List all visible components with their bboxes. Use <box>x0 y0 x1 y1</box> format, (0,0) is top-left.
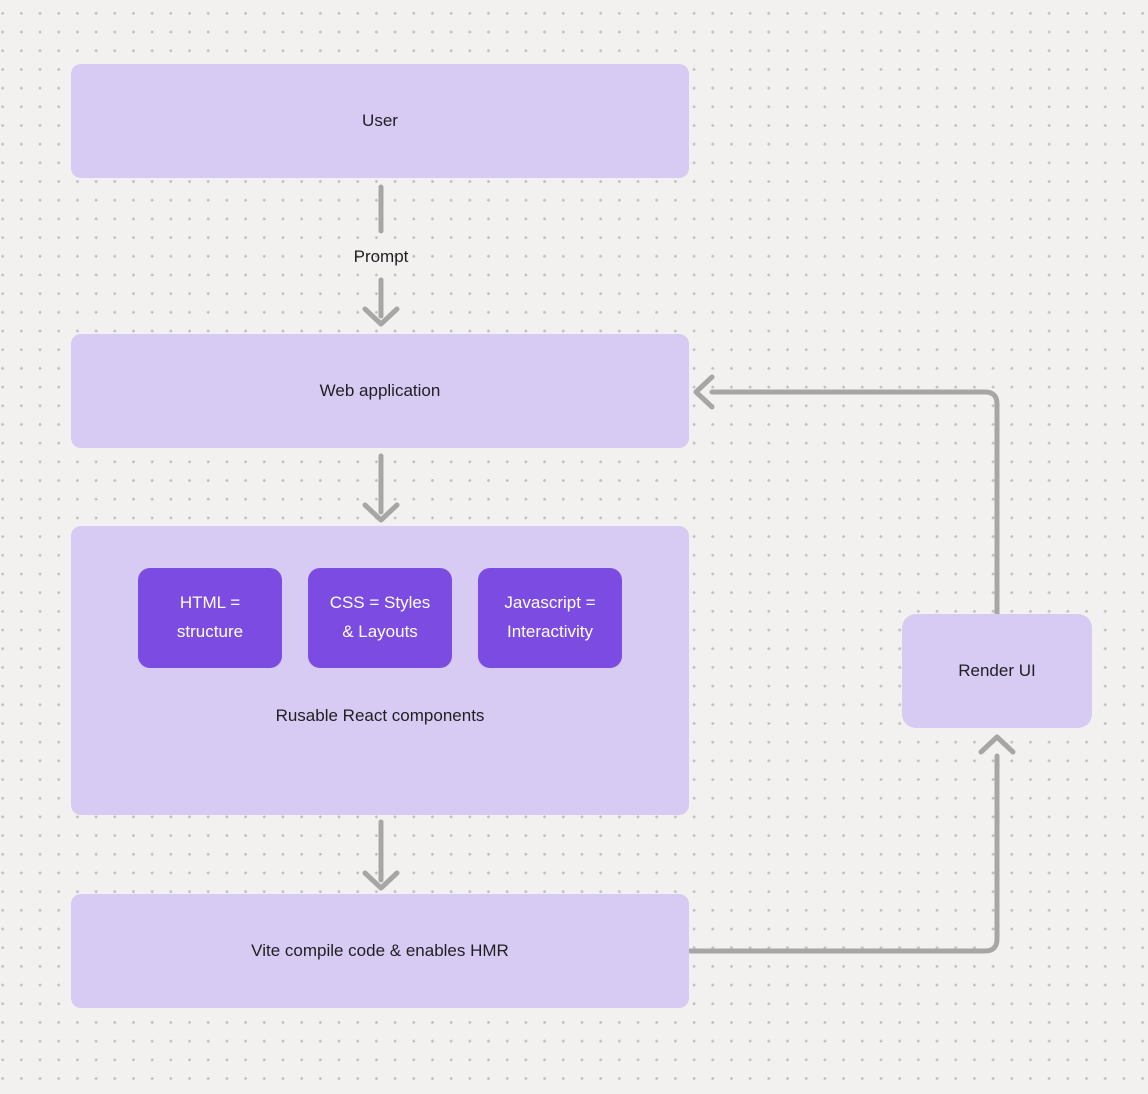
arrowhead-down-into-webapp <box>362 306 400 327</box>
arrowhead-down-into-components <box>362 502 400 523</box>
node-label: Javascript = Interactivity <box>504 593 596 641</box>
node-render-ui[interactable]: Render UI <box>902 614 1092 728</box>
node-label: Vite compile code & enables HMR <box>251 941 509 960</box>
node-web-application[interactable]: Web application <box>71 334 689 448</box>
node-html[interactable]: HTML = structure <box>138 568 282 668</box>
node-label: HTML = structure <box>176 593 244 641</box>
node-vite[interactable]: Vite compile code & enables HMR <box>71 894 689 1008</box>
arrowhead-left-into-webapp <box>693 374 715 410</box>
node-label: Web application <box>319 381 441 400</box>
node-label: Render UI <box>958 661 1036 680</box>
node-css[interactable]: CSS = Styles & Layouts <box>308 568 452 668</box>
node-label: CSS = Styles & Layouts <box>329 593 431 641</box>
components-group-caption: Rusable React components <box>275 706 485 725</box>
connector-renderui-to-webapp <box>709 389 1000 617</box>
arrowhead-up-into-renderui <box>978 734 1016 755</box>
node-label: User <box>362 111 398 130</box>
connector-vite-to-renderui <box>687 753 1000 954</box>
arrowhead-down-into-vite <box>362 870 400 891</box>
node-javascript[interactable]: Javascript = Interactivity <box>478 568 622 668</box>
edge-label-prompt: Prompt <box>353 247 409 266</box>
node-components-group[interactable]: HTML = structure CSS = Styles & Layouts … <box>71 526 689 815</box>
node-user[interactable]: User <box>71 64 689 178</box>
